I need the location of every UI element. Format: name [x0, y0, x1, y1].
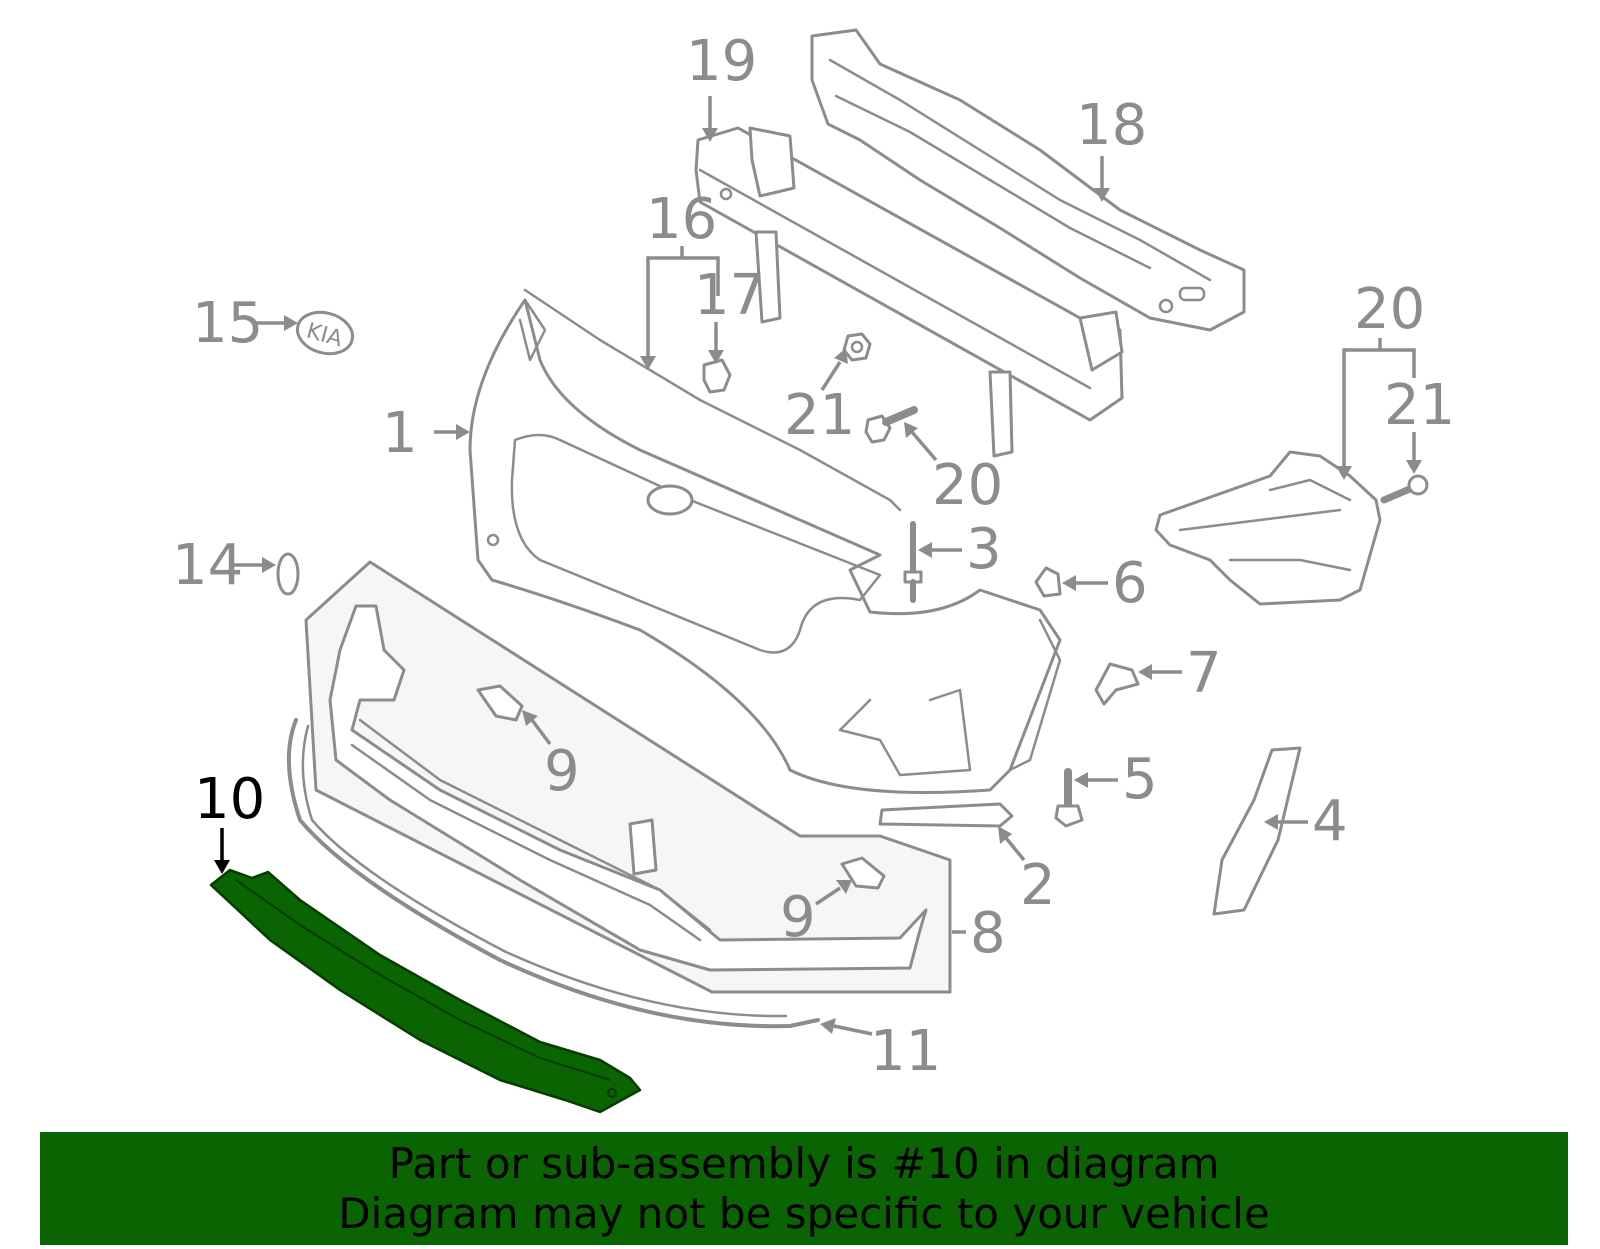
parts-diagram: KIA — [172, 28, 1455, 1114]
banner-line-2: Diagram may not be specific to your vehi… — [338, 1188, 1270, 1238]
callout-15: 17 — [694, 263, 765, 328]
part-1-bumper-cover — [468, 298, 1062, 794]
part-15-clip — [702, 358, 732, 394]
part-17-reinforcement-beam — [694, 126, 1124, 458]
callout-2: 2 — [1020, 853, 1056, 918]
leader-lines — [214, 96, 1422, 1036]
part-2-molding — [878, 802, 1014, 828]
part-5-bolt — [1054, 768, 1084, 828]
info-banner: Part or sub-assembly is #10 in diagram D… — [40, 1132, 1568, 1245]
callout-6: 6 — [1112, 551, 1148, 616]
part-12-plug — [276, 552, 300, 596]
part-14-garnish-strip — [523, 288, 902, 512]
callout-16: 18 — [1076, 93, 1147, 158]
part-10-skid-plate-highlighted — [209, 868, 642, 1114]
callout-11: 11 — [870, 1019, 941, 1084]
callout-20: 20 — [1354, 277, 1425, 342]
callout-8: 8 — [970, 901, 1006, 966]
part-4-side-extension — [1212, 746, 1302, 916]
part-6-clip — [1034, 566, 1062, 598]
part-19-nut — [842, 332, 872, 362]
part-13-emblem: KIA — [295, 310, 355, 356]
callout-12: 14 — [172, 533, 243, 598]
callout-7: 7 — [1186, 641, 1222, 706]
callout-10-highlighted: 10 — [194, 767, 265, 832]
part-8-lower-grille-assembly — [304, 560, 952, 994]
callout-18: 20 — [932, 453, 1003, 518]
callout-3: 3 — [966, 517, 1002, 582]
part-7-bracket — [1094, 662, 1140, 706]
callout-17: 19 — [686, 29, 757, 94]
callout-14: 16 — [646, 187, 717, 252]
callout-19: 21 — [784, 383, 855, 448]
callout-13: 15 — [192, 291, 263, 356]
part-11-lower-molding — [286, 718, 820, 1029]
part-20-fog-lamp-garnish — [1154, 450, 1382, 606]
callout-9-lower: 9 — [780, 885, 816, 950]
part-18-bolt — [864, 406, 918, 444]
callout-21: 21 — [1384, 373, 1455, 438]
banner-line-1: Part or sub-assembly is #10 in diagram — [388, 1138, 1220, 1188]
part-21-screw — [1380, 474, 1429, 504]
callout-4: 4 — [1312, 789, 1348, 854]
part-11-lower-molding-edge — [301, 724, 788, 1018]
callout-1: 1 — [382, 401, 418, 466]
callout-5: 5 — [1122, 747, 1158, 812]
part-16-energy-absorber — [810, 28, 1246, 332]
callout-9-upper: 9 — [544, 739, 580, 804]
part-3-push-pin — [903, 521, 923, 603]
